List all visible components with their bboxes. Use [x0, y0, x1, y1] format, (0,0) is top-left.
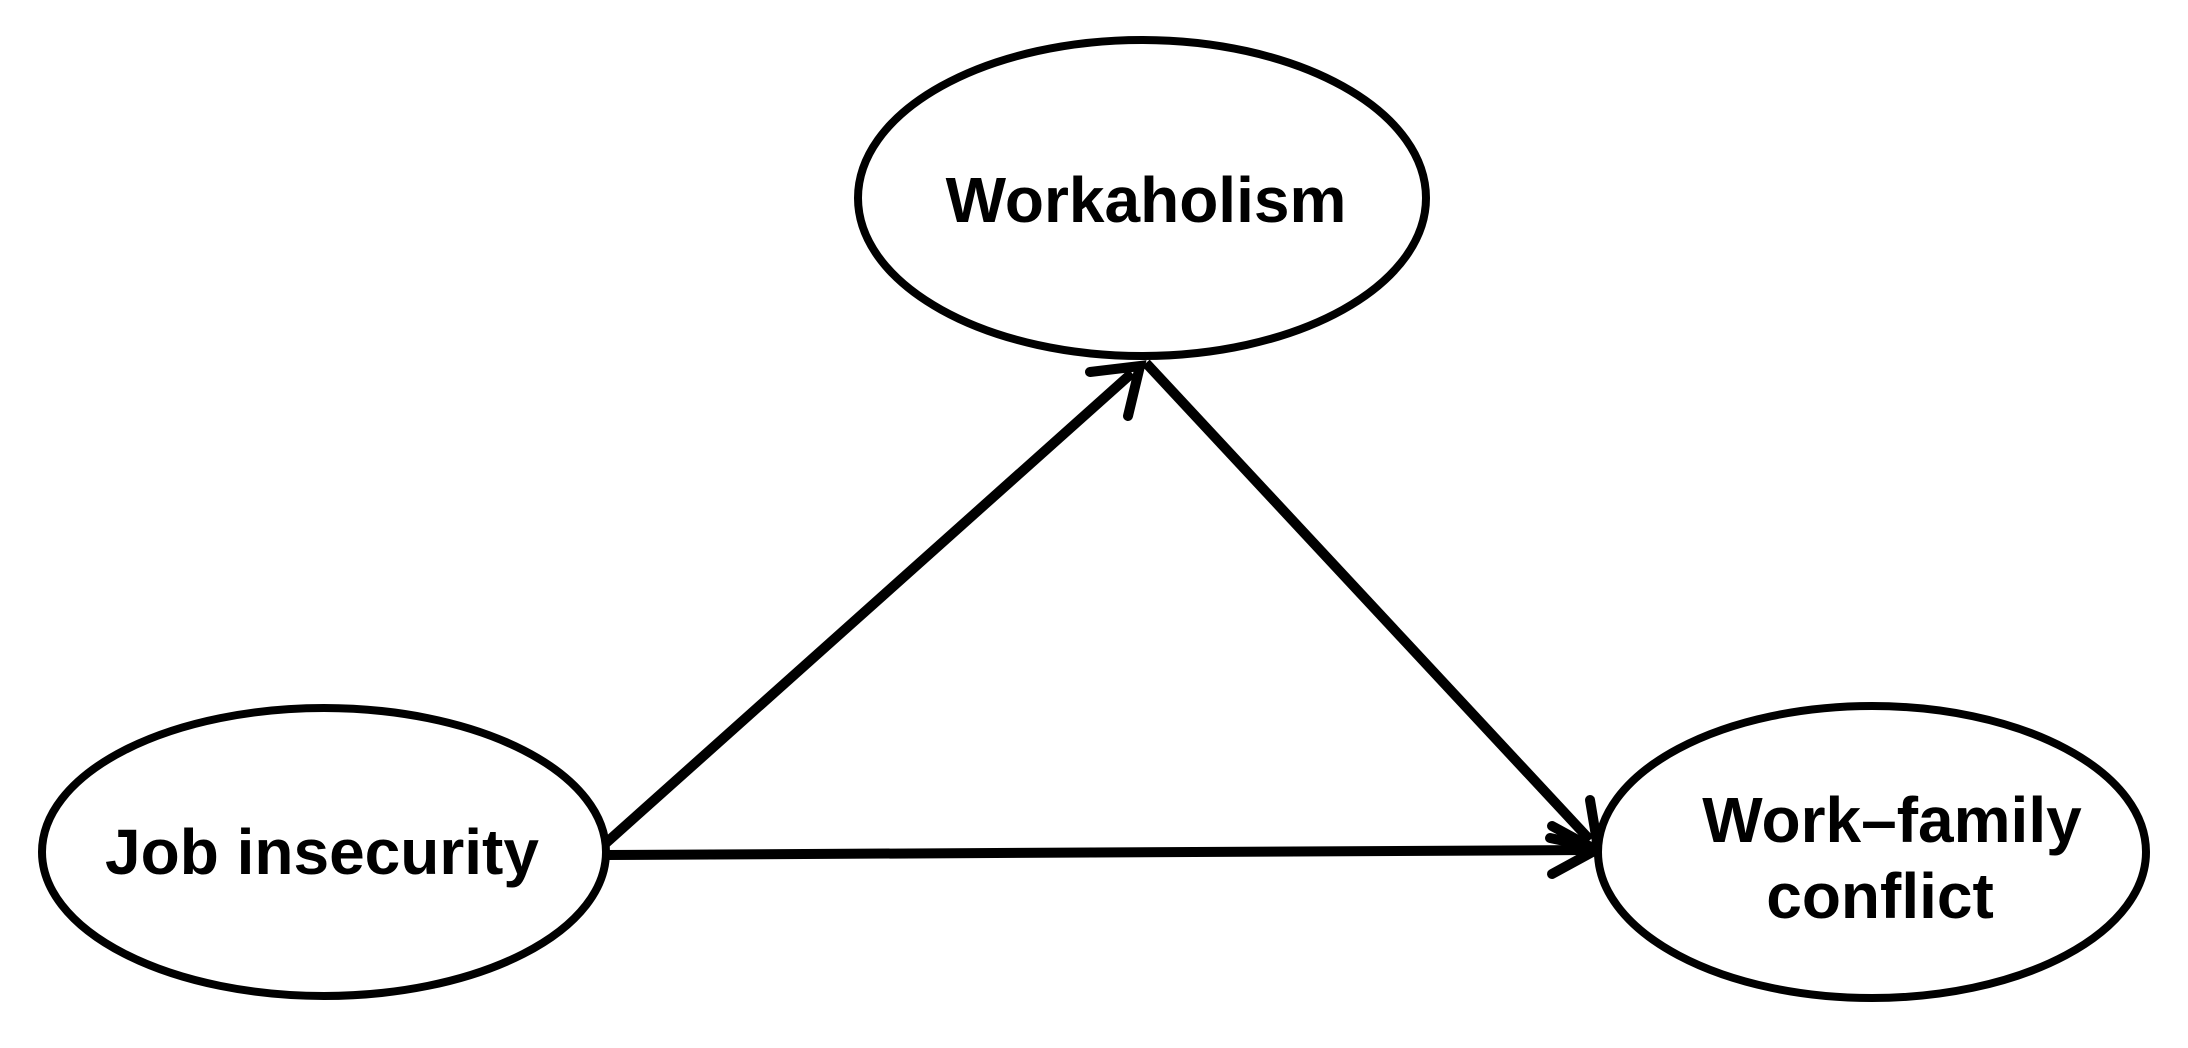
- node-ellipse: [1594, 702, 2150, 1002]
- node-ellipse: [38, 704, 610, 1000]
- edge-line: [605, 845, 1593, 860]
- node-label: Job insecurity: [105, 816, 539, 888]
- arrow-head: [1085, 360, 1147, 421]
- node-work-family-conflict: Work–family conflict: [1594, 702, 2150, 1002]
- node-label: Workaholism: [946, 164, 1347, 236]
- node-label: Work–family: [1702, 784, 2082, 856]
- edge-workaholism-to-work-family-conflict: [1142, 359, 1605, 855]
- node-label: conflict: [1766, 860, 1994, 932]
- edge-job-insecurity-to-workaholism: [602, 360, 1147, 847]
- edge-job-insecurity-to-work-family-conflict: [605, 821, 1607, 879]
- node-job-insecurity: Job insecurity: [38, 704, 610, 1000]
- node-ellipse: [854, 36, 1430, 360]
- edge-line: [602, 369, 1136, 847]
- edge-line: [1142, 359, 1594, 844]
- node-workaholism: Workaholism: [854, 36, 1430, 360]
